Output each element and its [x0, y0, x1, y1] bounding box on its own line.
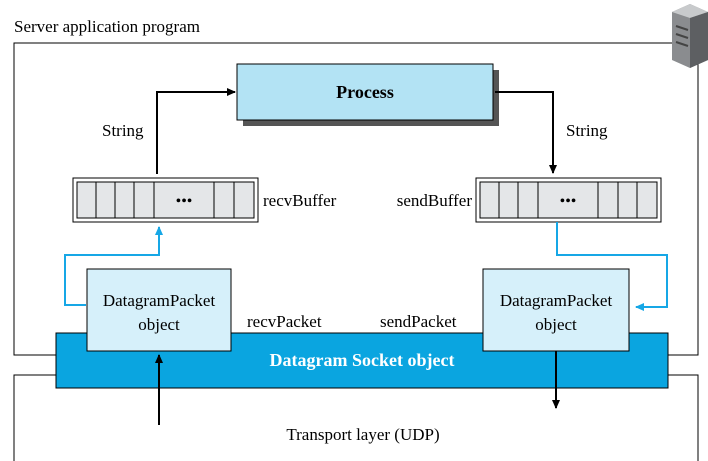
send-buffer-label: sendBuffer [397, 191, 473, 210]
arrow-to-process [156, 88, 236, 174]
send-buffer-dots: ••• [560, 193, 577, 210]
datagram-packet-left [86, 268, 232, 352]
transport-layer-label: Transport layer (UDP) [286, 425, 439, 444]
datagram-packet-right [482, 268, 630, 352]
send-buffer [475, 177, 662, 223]
datagram-packet-right-line1: DatagramPacket [500, 291, 613, 310]
arrow-from-process [495, 91, 557, 174]
datagram-packet-left-line2: object [138, 315, 180, 334]
datagram-packet-left-line1: DatagramPacket [103, 291, 216, 310]
blue-arrow-send [556, 222, 668, 311]
recv-buffer [72, 177, 259, 223]
outer-title: Server application program [14, 17, 200, 36]
datagram-socket-label: Datagram Socket object [270, 350, 455, 370]
string-left-label: String [102, 121, 144, 140]
datagram-packet-right-line2: object [535, 315, 577, 334]
recv-packet-label: recvPacket [247, 312, 322, 331]
string-right-label: String [566, 121, 608, 140]
process-box [236, 63, 494, 121]
send-packet-label: sendPacket [380, 312, 457, 331]
blue-arrow-recv [64, 226, 163, 306]
process-label: Process [336, 82, 394, 102]
recv-buffer-label: recvBuffer [263, 191, 337, 210]
server-icon [672, 4, 708, 68]
recv-buffer-dots: ••• [176, 193, 193, 210]
